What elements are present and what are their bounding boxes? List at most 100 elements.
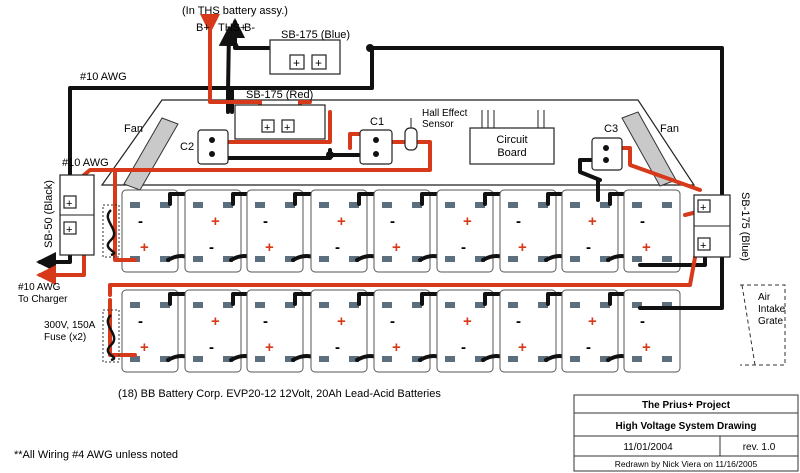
battery: -+: [184, 289, 242, 373]
circuit-board: [469, 127, 555, 165]
battery: -+: [561, 189, 619, 273]
battery: -+: [561, 289, 619, 373]
battery-minus-label: -: [335, 339, 340, 356]
battery-plus-label: +: [518, 239, 527, 256]
battery-plus-label: +: [588, 313, 597, 330]
battery-plus-label: +: [463, 213, 472, 230]
battery: -+: [184, 189, 242, 273]
battery-plus-label: +: [518, 339, 527, 356]
title-date: 11/01/2004: [623, 442, 673, 453]
ths-plus-label: THS+: [218, 22, 246, 34]
b-minus-label: B-: [244, 22, 255, 34]
battery-plus-label: +: [337, 213, 346, 230]
sb50-black-label: SB-50 (Black): [43, 180, 55, 248]
title-redrawn: Redrawn by Nick Viera on 11/16/2005: [615, 459, 758, 469]
svg-text:+: +: [700, 202, 706, 214]
battery: -+: [499, 189, 557, 273]
battery-plus-label: +: [392, 239, 401, 256]
hall-effect-sensor: [404, 118, 418, 151]
battery-plus-label: +: [140, 339, 149, 356]
battery-plus-label: +: [642, 339, 651, 356]
battery-plus-label: +: [140, 239, 149, 256]
battery-plus-label: +: [265, 239, 274, 256]
sb175-blue-top-connector: + +: [269, 39, 374, 75]
battery-minus-label: -: [516, 213, 521, 230]
battery: -+: [310, 289, 368, 373]
charger-pos-wire: [36, 253, 86, 285]
battery-minus-label: -: [335, 239, 340, 256]
c1-connector: [359, 129, 393, 165]
battery: -+: [499, 289, 557, 373]
battery: -+: [121, 289, 179, 373]
svg-text:+: +: [284, 122, 290, 134]
c3-connector: [591, 137, 623, 171]
wiring-note: **All Wiring #4 AWG unless noted: [14, 449, 178, 461]
battery-plus-label: +: [211, 313, 220, 330]
svg-text:+: +: [700, 240, 706, 252]
battery-minus-label: -: [138, 213, 143, 230]
battery-plus-label: +: [265, 339, 274, 356]
c2-connector: [197, 129, 334, 165]
battery-plus-label: +: [211, 213, 220, 230]
ths-assy-label: (In THS battery assy.): [182, 5, 288, 17]
svg-text:+: +: [66, 224, 72, 236]
c2-label: C2: [180, 141, 194, 153]
battery-minus-label: -: [516, 313, 521, 330]
title-drawing: High Voltage System Drawing: [616, 421, 757, 432]
battery-plus-label: +: [337, 313, 346, 330]
battery-minus-label: -: [263, 213, 268, 230]
title-rev: rev. 1.0: [743, 442, 776, 453]
title-block: The Prius+ Project High Voltage System D…: [573, 394, 799, 472]
sb175-blue-right-connector: + +: [693, 194, 731, 258]
charger-neg-wire: [36, 252, 72, 272]
batteries-caption: (18) BB Battery Corp. EVP20-12 12Volt, 2…: [118, 388, 441, 400]
sb175-blue-right-label: SB-175 (Blue): [739, 192, 751, 261]
fan-left-label: Fan: [124, 123, 143, 135]
sb175-red-connector: + +: [234, 104, 326, 140]
c2-pos-wire: [214, 110, 332, 144]
battery-minus-label: -: [390, 213, 395, 230]
battery-plus-label: +: [463, 313, 472, 330]
battery: -+: [121, 189, 179, 273]
awg10-top-label: #10 AWG: [80, 71, 127, 83]
awg10-mid-wire: [82, 168, 122, 177]
battery-minus-label: -: [461, 339, 466, 356]
battery-minus-label: -: [461, 239, 466, 256]
awg10-top-wire: [68, 86, 262, 177]
fuse1-wire: [113, 203, 137, 262]
air-intake-grate: [740, 284, 786, 366]
battery: -+: [623, 189, 681, 273]
title-project: The Prius+ Project: [642, 400, 731, 411]
b-plus-label: B+: [196, 22, 210, 34]
ths-plus-wire: [218, 26, 239, 114]
svg-text:+: +: [293, 56, 300, 70]
sb50-black-connector: + +: [59, 174, 95, 256]
battery-minus-label: -: [586, 239, 591, 256]
battery-plus-label: +: [588, 213, 597, 230]
battery: -+: [246, 289, 304, 373]
battery-plus-label: +: [642, 239, 651, 256]
c1-label: C1: [370, 116, 384, 128]
battery: -+: [623, 289, 681, 373]
sb175-red-label: SB-175 (Red): [246, 89, 313, 101]
battery-bank: -+-+-+-+-+-+-+-+-+-+-+-+-+-+-+-+-+-+: [121, 189, 681, 373]
battery-minus-label: -: [640, 313, 645, 330]
battery-minus-label: -: [640, 213, 645, 230]
fan-right-label: Fan: [660, 123, 679, 135]
battery: -+: [373, 189, 431, 273]
svg-text:+: +: [315, 56, 322, 70]
fuse-2: [102, 309, 120, 363]
battery: -+: [436, 189, 494, 273]
svg-text:+: +: [66, 198, 72, 210]
battery-minus-label: -: [209, 239, 214, 256]
svg-text:+: +: [264, 122, 270, 134]
battery-minus-label: -: [138, 313, 143, 330]
battery: -+: [373, 289, 431, 373]
battery-minus-label: -: [263, 313, 268, 330]
battery-plus-label: +: [392, 339, 401, 356]
fuse-1: [102, 204, 120, 258]
